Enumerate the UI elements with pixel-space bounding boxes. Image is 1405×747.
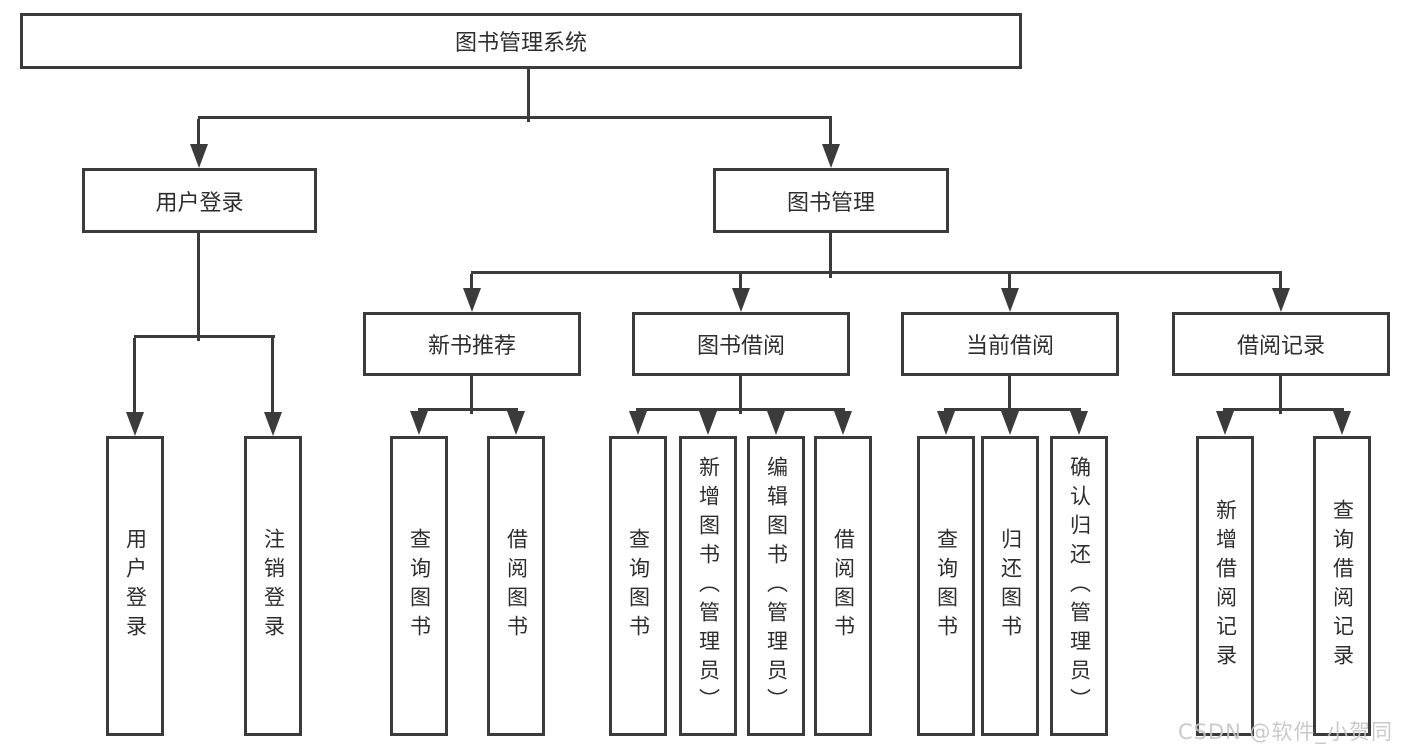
connector-book-borrowing-trunk <box>739 376 742 414</box>
arrowhead-down-icon <box>937 411 955 435</box>
watermark: CSDN @软件_小贺同学 <box>1178 720 1394 744</box>
connector-borrowing-records-trunk <box>1279 376 1282 414</box>
node-current-borrowing: 当前借阅 <box>901 312 1119 376</box>
connector-book-borrowing-rail <box>636 408 845 411</box>
leaf-query-borrow-record: 查询借阅记录 <box>1313 436 1371 736</box>
connector-stem-leaf-logout <box>271 338 274 412</box>
connector-root-trunk <box>527 68 530 122</box>
arrowhead-down-icon <box>629 411 647 435</box>
connector-stem-leaf-login <box>133 338 136 412</box>
leaf-query-books-current: 查询图书 <box>917 436 975 736</box>
connector-book-management-trunk <box>829 233 832 278</box>
arrowhead-down-icon <box>1001 411 1019 435</box>
arrowhead-down-icon <box>463 288 481 312</box>
connector-new-book-rail <box>418 408 518 411</box>
connector-user-login-trunk <box>197 233 200 341</box>
arrowhead-down-icon <box>767 411 785 435</box>
leaf-borrow-books-borrowing: 借阅图书 <box>814 436 872 736</box>
connector-level3-rail <box>471 271 1282 274</box>
leaf-query-books-borrowing: 查询图书 <box>609 436 667 736</box>
arrowhead-down-icon <box>264 412 282 436</box>
connector-stem-book-management <box>829 119 832 145</box>
leaf-add-borrow-record: 新增借阅记录 <box>1196 436 1254 736</box>
arrowhead-down-icon <box>834 411 852 435</box>
leaf-add-book-admin: 新增图书（管理员） <box>679 436 737 736</box>
arrowhead-down-icon <box>1070 411 1088 435</box>
connector-stem-borrowing-records <box>1279 274 1282 289</box>
arrowhead-down-icon <box>190 144 208 168</box>
arrowhead-down-icon <box>410 411 428 435</box>
connector-stem-current-borrowing <box>1008 274 1011 289</box>
node-book-management: 图书管理 <box>713 168 949 233</box>
arrowhead-down-icon <box>732 288 750 312</box>
node-root: 图书管理系统 <box>20 13 1022 69</box>
node-new-book-recommend: 新书推荐 <box>363 312 581 376</box>
leaf-return-book: 归还图书 <box>981 436 1039 736</box>
leaf-edit-book-admin: 编辑图书（管理员） <box>747 436 805 736</box>
leaf-logout: 注销登录 <box>244 436 302 736</box>
arrowhead-down-icon <box>1333 411 1351 435</box>
arrowhead-down-icon <box>1272 288 1290 312</box>
arrowhead-down-icon <box>507 411 525 435</box>
leaf-query-books-recommend: 查询图书 <box>390 436 448 736</box>
connector-borrowing-records-rail <box>1223 408 1344 411</box>
connector-new-book-trunk <box>470 376 473 414</box>
node-borrowing-records: 借阅记录 <box>1172 312 1390 376</box>
connector-current-borrowing-rail <box>944 408 1081 411</box>
connector-current-borrowing-trunk <box>1008 376 1011 414</box>
leaf-borrow-books-recommend: 借阅图书 <box>487 436 545 736</box>
arrowhead-down-icon <box>699 411 717 435</box>
connector-user-login-rail <box>134 335 275 338</box>
arrowhead-down-icon <box>822 144 840 168</box>
leaf-user-login: 用户登录 <box>106 436 164 736</box>
arrowhead-down-icon <box>126 412 144 436</box>
node-user-login: 用户登录 <box>82 168 317 233</box>
leaf-confirm-return-admin: 确认归还（管理员） <box>1050 436 1108 736</box>
connector-stem-book-borrowing <box>739 274 742 289</box>
connector-level2-rail <box>198 116 832 119</box>
arrowhead-down-icon <box>1216 411 1234 435</box>
arrowhead-down-icon <box>1001 288 1019 312</box>
connector-stem-new-book <box>470 274 473 289</box>
node-book-borrowing: 图书借阅 <box>632 312 850 376</box>
connector-stem-user-login <box>197 119 200 145</box>
